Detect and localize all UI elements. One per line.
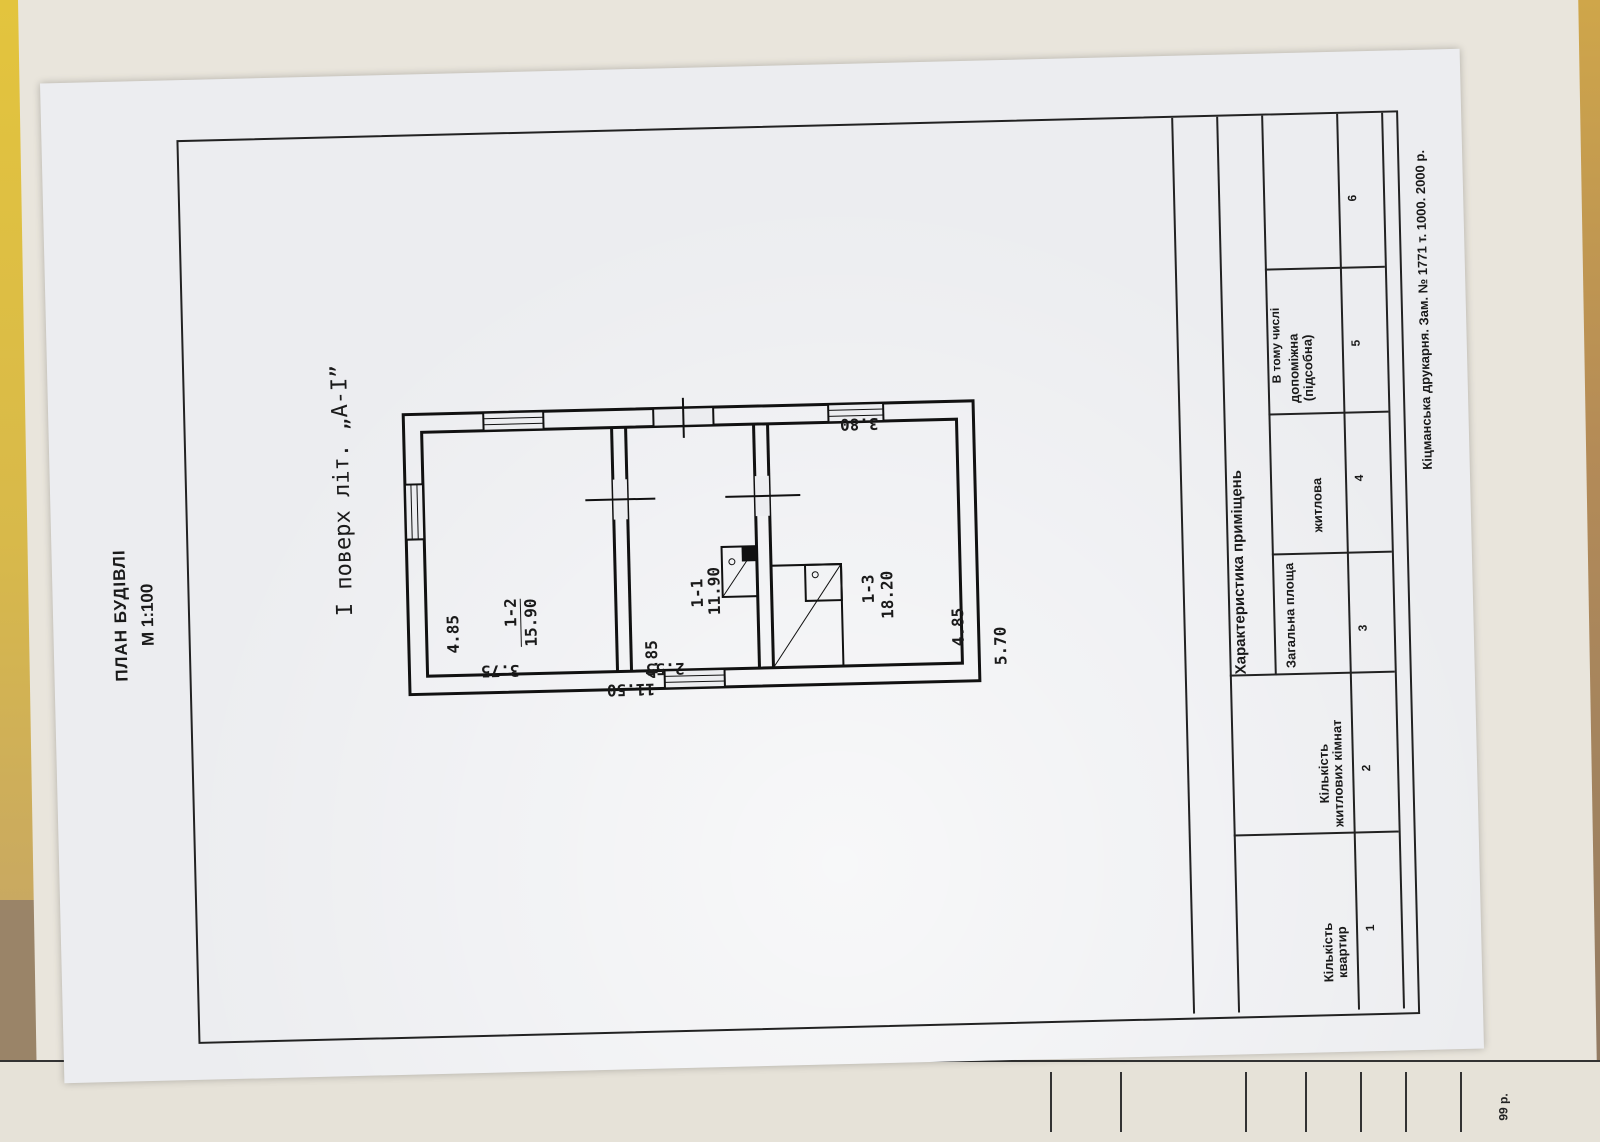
col-label-5: допоміжна (підсобна) bbox=[1285, 333, 1317, 404]
col-label-3: Загальна площа bbox=[1281, 562, 1299, 669]
col-label-2: Кількість житлових кімнат bbox=[1315, 719, 1347, 828]
dim-total-length: 11.50 bbox=[606, 679, 656, 700]
col-label-1: Кількість квартир bbox=[1319, 922, 1351, 983]
col-num-6: 6 bbox=[1345, 194, 1360, 202]
table-subheader: В тому числі bbox=[1267, 307, 1284, 384]
dim-room-1-3-width: 4.85 bbox=[948, 607, 969, 647]
floor-plan bbox=[401, 392, 982, 697]
lower-sheet-text: 99 р. bbox=[1496, 1093, 1511, 1121]
plan-scale: М 1:100 bbox=[137, 583, 158, 647]
plan-document-page: ПЛАН БУДІВЛІ М 1:100 I поверх літ. „А-I” bbox=[39, 48, 1485, 1084]
col-num-5: 5 bbox=[1348, 339, 1363, 347]
col-num-4: 4 bbox=[1351, 474, 1367, 482]
plan-title: ПЛАН БУДІВЛІ bbox=[109, 549, 132, 682]
col-label-4: житлова bbox=[1309, 477, 1326, 533]
dim-room-1-2-width: 4.85 bbox=[443, 614, 464, 654]
room-1-2-id: 1-2 bbox=[500, 598, 521, 628]
dim-room-1-3-length: 3.80 bbox=[839, 414, 879, 435]
col-num-1: 1 bbox=[1362, 924, 1378, 932]
room-1-3-area: 18.20 bbox=[877, 570, 898, 620]
room-1-3-id: 1-3 bbox=[858, 574, 878, 604]
dim-total-width: 5.70 bbox=[990, 626, 1011, 666]
col-num-3: 3 bbox=[1355, 624, 1370, 632]
room-1-2-area: 15.90 bbox=[520, 598, 541, 647]
col-num-2: 2 bbox=[1359, 764, 1374, 772]
room-1-1-area: 11.90 bbox=[704, 566, 725, 616]
dim-room-1-2-length: 3.75 bbox=[480, 660, 520, 681]
dim-room-1-1-length: 2.55 bbox=[645, 658, 685, 679]
